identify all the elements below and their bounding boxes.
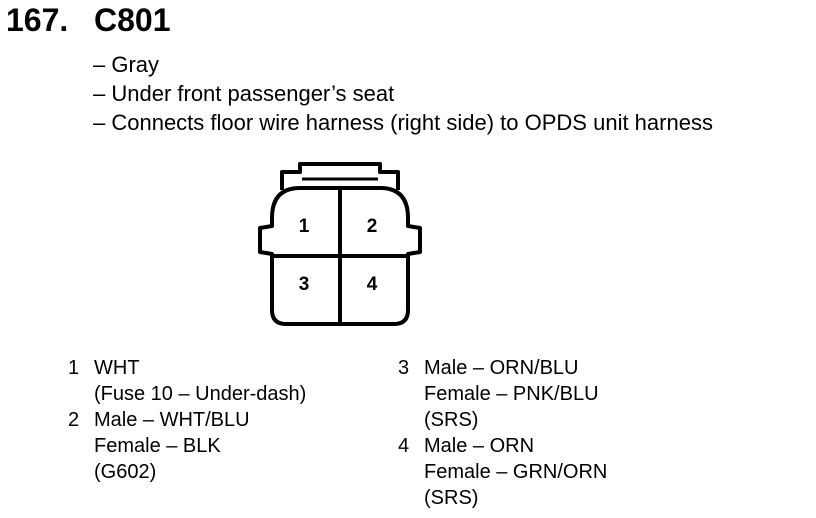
- pin-entry: 4 Male – ORN Female – GRN/ORN (SRS): [398, 433, 607, 511]
- connector-pin-2: 2: [367, 216, 378, 237]
- pin-list-right: 3 Male – ORN/BLU Female – PNK/BLU (SRS) …: [398, 355, 607, 511]
- connector-pin-4: 4: [367, 274, 378, 295]
- pin-list-left: 1 WHT (Fuse 10 – Under-dash) 2 Male – WH…: [68, 355, 306, 485]
- pin-entry: 2 Male – WHT/BLU Female – BLK (G602): [68, 407, 306, 485]
- pin-number: 2: [68, 409, 80, 431]
- pin-circuit-note: (SRS): [424, 409, 479, 431]
- pin-circuit-note: (G602): [94, 461, 157, 483]
- detail-connects: – Connects floor wire harness (right sid…: [93, 110, 713, 135]
- connector-lock-tab: [280, 162, 400, 190]
- pin-male-wire: Male – ORN: [424, 435, 535, 457]
- connector-details: – Gray – Under front passenger’s seat – …: [93, 50, 713, 137]
- connector-housing: [258, 186, 422, 326]
- connector-pin-1: 1: [299, 216, 310, 237]
- detail-color: – Gray: [93, 52, 160, 77]
- connector-id: C801: [94, 2, 171, 38]
- pin-female-wire: Female – BLK: [94, 435, 221, 457]
- pin-number: 1: [68, 357, 80, 379]
- pin-male-wire: Male – WHT/BLU: [94, 409, 250, 431]
- pin-circuit-note: (Fuse 10 – Under-dash): [94, 383, 307, 405]
- pin-wire-color: WHT: [94, 357, 140, 379]
- pin-circuit-note: (SRS): [424, 487, 479, 509]
- pin-number: 4: [398, 435, 410, 457]
- connector-pin-3: 3: [299, 274, 310, 295]
- detail-location: – Under front passenger’s seat: [93, 81, 395, 106]
- page-title: 167. C801: [6, 0, 171, 40]
- pin-female-wire: Female – PNK/BLU: [424, 383, 599, 405]
- title-number: 167.: [6, 2, 69, 38]
- pin-female-wire: Female – GRN/ORN: [424, 461, 608, 483]
- pin-entry: 3 Male – ORN/BLU Female – PNK/BLU (SRS): [398, 355, 607, 433]
- pin-number: 3: [398, 357, 410, 379]
- pin-male-wire: Male – ORN/BLU: [424, 357, 579, 379]
- connector-diagram: 1 2 3 4: [258, 162, 422, 326]
- pin-entry: 1 WHT (Fuse 10 – Under-dash): [68, 355, 306, 407]
